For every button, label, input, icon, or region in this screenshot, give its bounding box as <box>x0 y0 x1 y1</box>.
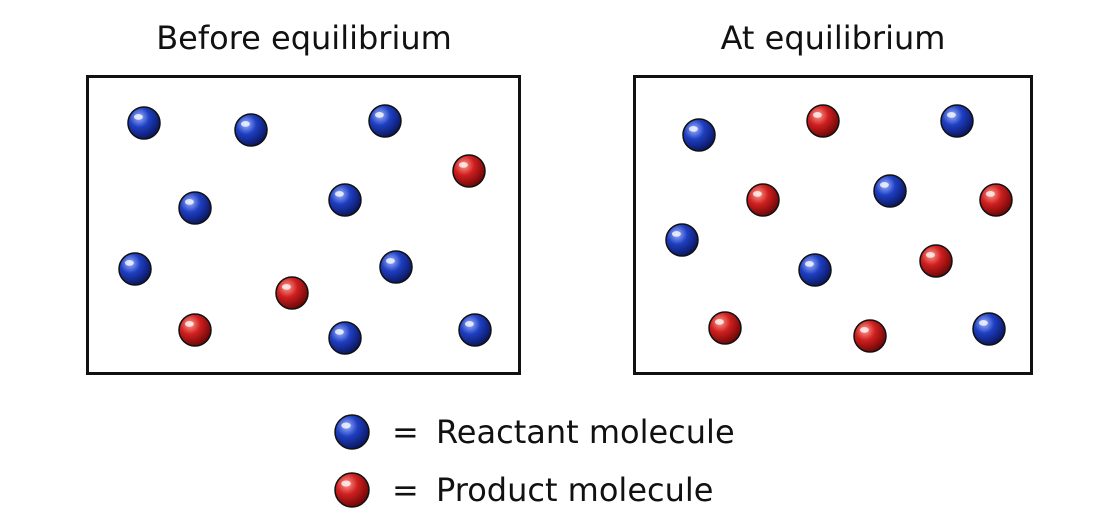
reactant-molecule-highlight <box>334 191 344 197</box>
product-molecule <box>919 244 953 278</box>
reactant-molecule-highlight <box>978 320 988 326</box>
reactant-molecule <box>328 321 362 355</box>
reactant-molecule-highlight <box>385 258 395 264</box>
product-molecule-highlight <box>812 112 822 118</box>
product-molecule <box>178 313 212 347</box>
before-molecules-canvas <box>118 104 492 355</box>
reactant-molecule <box>379 250 413 284</box>
reactant-molecule <box>328 183 362 217</box>
reactant-molecule-highlight <box>946 112 956 118</box>
reactant-molecule-highlight <box>133 114 143 120</box>
reactant-molecule <box>665 223 699 257</box>
product-molecule-highlight <box>925 252 935 258</box>
legend-product-row: = Product molecule <box>330 462 790 518</box>
legend-product-sphere <box>334 472 370 508</box>
product-molecule <box>708 311 742 345</box>
reactant-molecule-highlight <box>671 231 681 237</box>
reactant-molecule <box>458 313 492 347</box>
reactant-molecule-highlight <box>124 260 134 266</box>
product-molecule-highlight <box>714 319 724 325</box>
reactant-molecule-highlight <box>240 121 250 127</box>
reactant-molecule <box>368 104 402 138</box>
reactant-molecule-highlight <box>374 112 384 118</box>
product-molecule-highlight <box>184 321 194 327</box>
reactant-molecule <box>178 191 212 225</box>
at-equilibrium-box <box>633 75 1033 375</box>
product-molecule-highlight <box>752 191 762 197</box>
product-molecule <box>806 104 840 138</box>
legend-reactant-label: Reactant molecule <box>436 413 735 451</box>
reactant-molecule-highlight <box>334 329 344 335</box>
legend-equals-sign: = <box>392 413 419 451</box>
reactant-molecule <box>234 113 268 147</box>
reactant-molecule-highlight <box>184 199 194 205</box>
reactant-molecule <box>873 174 907 208</box>
product-molecule <box>275 276 309 310</box>
product-molecule <box>452 154 486 188</box>
at-equilibrium-title: At equilibrium <box>720 19 946 57</box>
reactant-molecule-highlight <box>879 182 889 188</box>
reactant-molecule-highlight <box>688 126 698 132</box>
product-molecule-highlight <box>985 191 995 197</box>
product-molecule-highlight <box>458 162 468 168</box>
reactant-molecule <box>972 312 1006 346</box>
legend-product-label: Product molecule <box>436 471 714 509</box>
product-molecule-highlight <box>859 327 869 333</box>
reactant-molecule <box>127 106 161 140</box>
legend-product-sphere-highlight <box>341 480 351 487</box>
reactant-molecule <box>798 253 832 287</box>
product-molecule <box>746 183 780 217</box>
product-molecule <box>853 319 887 353</box>
reactant-molecule <box>118 252 152 286</box>
reactant-molecule <box>682 118 716 152</box>
legend-equals-sign: = <box>392 471 419 509</box>
product-molecule-highlight <box>281 284 291 290</box>
reactant-molecule-highlight <box>804 261 814 267</box>
legend-reactant-sphere-highlight <box>341 422 351 429</box>
before-equilibrium-title: Before equilibrium <box>156 19 452 57</box>
reactant-molecule <box>940 104 974 138</box>
reactant-molecule-icon <box>334 414 370 450</box>
product-molecule <box>979 183 1013 217</box>
product-molecule-icon <box>334 472 370 508</box>
reactant-molecule-highlight <box>464 321 474 327</box>
legend-reactant-row: = Reactant molecule <box>330 404 790 460</box>
after-molecules-canvas <box>665 104 1013 353</box>
legend-reactant-sphere <box>334 414 370 450</box>
before-equilibrium-box <box>86 75 521 375</box>
